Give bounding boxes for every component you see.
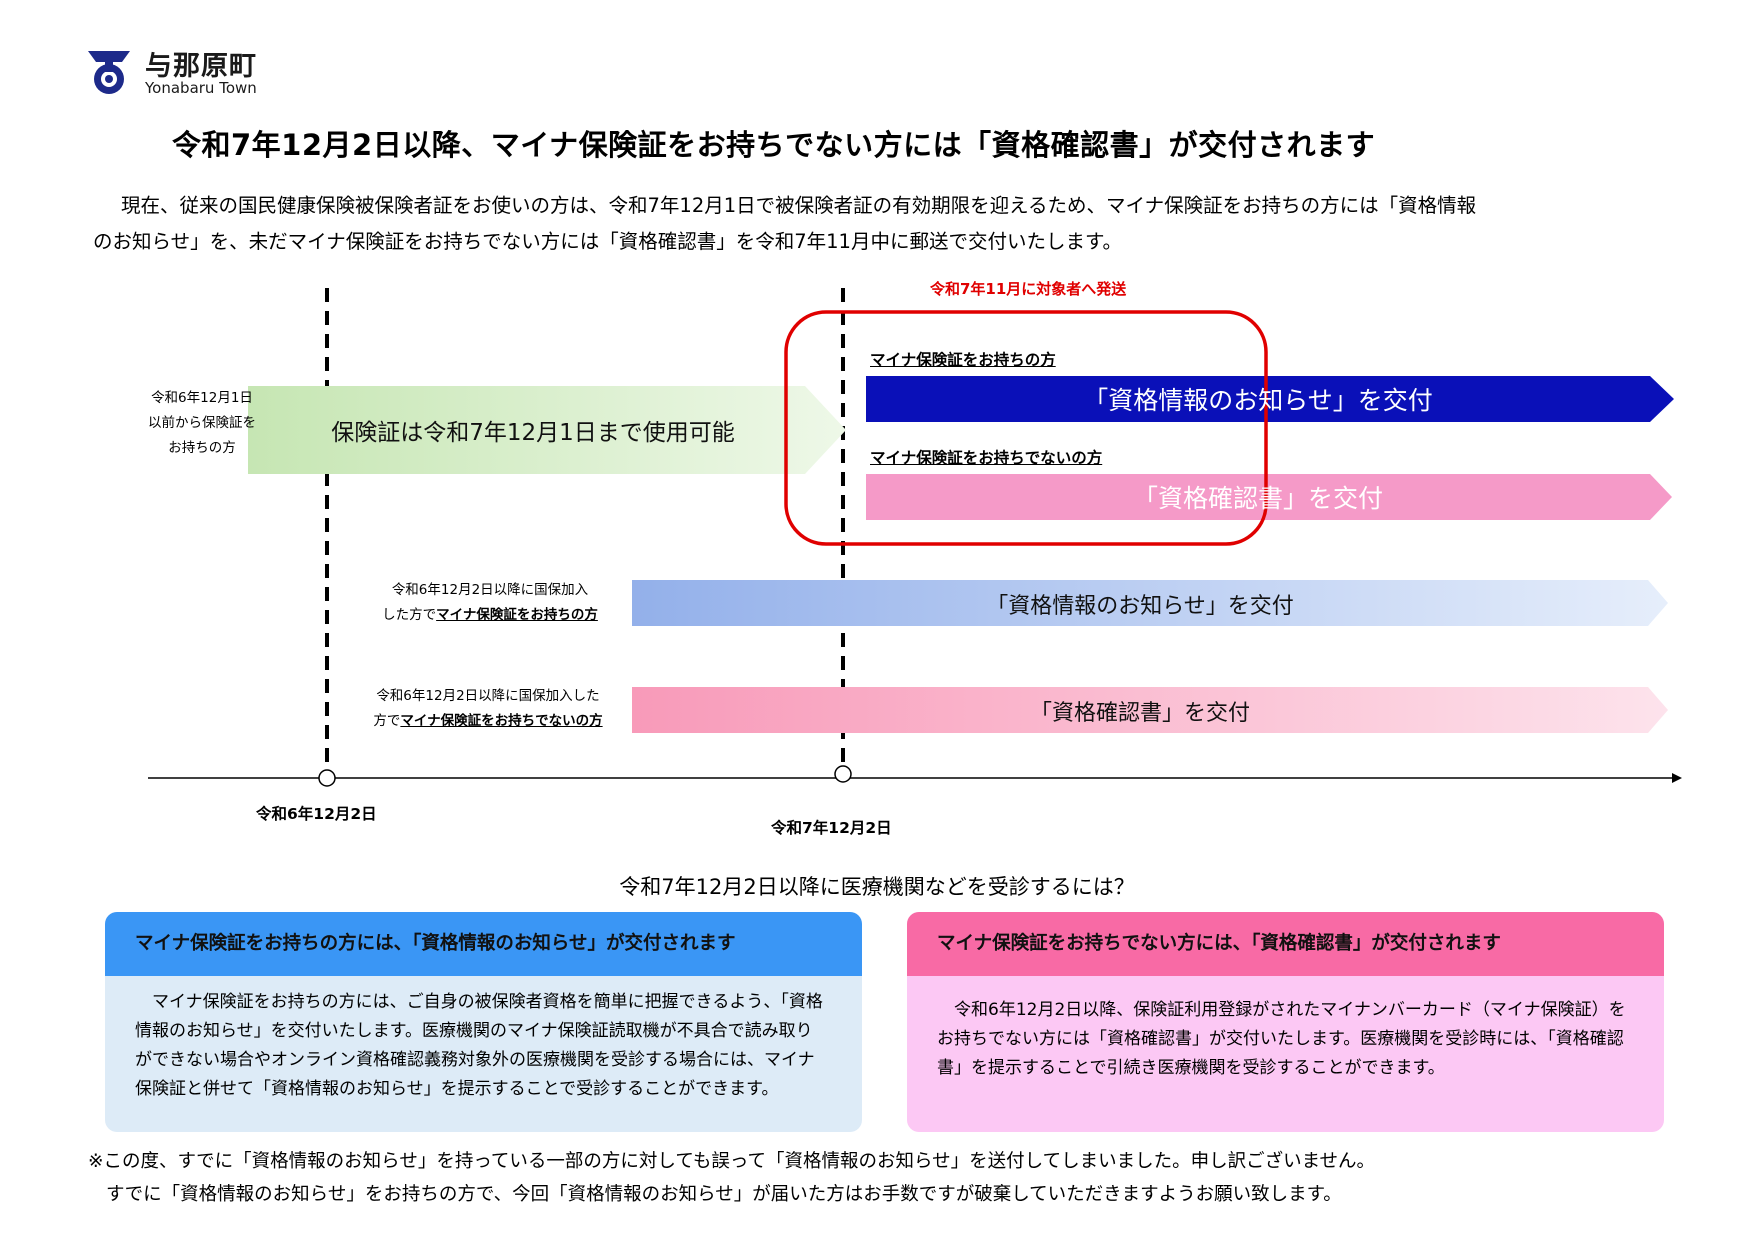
- row1-side-line: 令和6年12月1日: [151, 390, 253, 406]
- page-title: 令和7年12月2日以降、マイナ保険証をお持ちでない方には「資格確認書」が交付され…: [172, 128, 1376, 162]
- timeline-date-1: 令和6年12月2日: [256, 805, 377, 823]
- holder-card-heading: マイナ保険証をお持ちの方には、「資格情報のお知らせ」が交付されます: [105, 912, 862, 976]
- nonholder-certificate-arrow: [866, 474, 1672, 520]
- november-dispatch-box: [784, 310, 1268, 546]
- nonholder-card-line: お持ちでない方には「資格確認書」が交付いたします。医療機関を受診時には、「資格確…: [937, 1029, 1624, 1049]
- row1-side-line: お持ちの方: [168, 440, 236, 456]
- org-name-english: Yonabaru Town: [145, 79, 257, 97]
- row3-side-prefix: 方で: [373, 713, 401, 729]
- new-member-holder-arrow: [632, 580, 1668, 626]
- intro-line: 現在、従来の国民健康保険被保険者証をお使いの方は、令和7年12月1日で被保険者証…: [121, 194, 1477, 217]
- footnote: ※この度、すでに「資格情報のお知らせ」を持っている一部の方に対しても誤って「資格…: [88, 1145, 1375, 1211]
- holder-notice-arrow: [866, 376, 1674, 422]
- timeline-point: [318, 769, 336, 787]
- dispatch-note: 令和7年11月に対象者へ発送: [930, 280, 1127, 298]
- intro-line: のお知らせ」を、未だマイナ保険証をお持ちでない方には「資格確認書」を令和7年11…: [93, 230, 1122, 253]
- row3-side-line: 方でマイナ保険証をお持ちでないの方: [350, 709, 626, 734]
- nonholder-card-line: 書」を提示することで引続き医療機関を受診することができます。: [937, 1058, 1445, 1078]
- row3-side-line: 令和6年12月2日以降に国保加入した: [376, 688, 600, 704]
- nonholder-label: マイナ保険証をお持ちでないの方: [870, 449, 1103, 467]
- row2-side-label: 令和6年12月2日以降に国保加入 した方でマイナ保険証をお持ちの方: [360, 578, 620, 628]
- nonholder-arrow-text: 「資格確認書」を交付: [1132, 484, 1383, 513]
- row1-arrow-text: 保険証は令和7年12月1日まで使用可能: [331, 420, 735, 446]
- row2-side-line: した方でマイナ保険証をお持ちの方: [360, 603, 620, 628]
- row1-side-label: 令和6年12月1日 以前から保険証を お持ちの方: [102, 386, 302, 461]
- row2-side-line: 令和6年12月2日以降に国保加入: [391, 582, 589, 598]
- timeline-axis-arrowhead: [1672, 773, 1682, 783]
- new-member-nonholder-arrow: [632, 687, 1668, 733]
- section-question: 令和7年12月2日以降に医療機関などを受診するには？: [619, 875, 1135, 899]
- org-name: 与那原町: [145, 51, 257, 82]
- holder-arrow-text: 「資格情報のお知らせ」を交付: [1083, 386, 1433, 415]
- holder-card-body: マイナ保険証をお持ちの方には、ご自身の被保険者資格を簡単に把握できるよう、「資格…: [105, 976, 862, 1104]
- row3-side-label: 令和6年12月2日以降に国保加入した 方でマイナ保険証をお持ちでないの方: [350, 684, 626, 734]
- holder-card-line: マイナ保険証をお持ちの方には、ご自身の被保険者資格を簡単に把握できるよう、「資格: [152, 992, 823, 1012]
- holder-label: マイナ保険証をお持ちの方: [870, 351, 1056, 369]
- nonholder-card-line: 令和6年12月2日以降、保険証利用登録がされたマイナンバーカード（マイナ保険証）…: [954, 1000, 1626, 1020]
- insurance-card-valid-arrow: [248, 386, 846, 474]
- nonholder-card-body: 令和6年12月2日以降、保険証利用登録がされたマイナンバーカード（マイナ保険証）…: [907, 976, 1664, 1083]
- holder-card-line: 保険証と併せて「資格情報のお知らせ」を提示することで受診することができます。: [135, 1079, 779, 1099]
- footnote-line: ※この度、すでに「資格情報のお知らせ」を持っている一部の方に対しても誤って「資格…: [88, 1151, 1376, 1172]
- nonholder-info-card: マイナ保険証をお持ちでない方には、「資格確認書」が交付されます 令和6年12月2…: [907, 912, 1664, 1132]
- row2-arrow-text: 「資格情報のお知らせ」を交付: [986, 594, 1294, 619]
- row3-side-emphasis: マイナ保険証をお持ちでないの方: [400, 713, 603, 729]
- intro-paragraph: 現在、従来の国民健康保険被保険者証をお使いの方は、令和7年12月1日で被保険者証…: [93, 188, 1668, 260]
- timeline-date-2: 令和7年12月2日: [771, 819, 892, 837]
- footnote-line: すでに「資格情報のお知らせ」をお持ちの方で、今回「資格情報のお知らせ」が届いた方…: [106, 1184, 1342, 1205]
- town-emblem-icon: [88, 51, 130, 94]
- holder-info-card: マイナ保険証をお持ちの方には、「資格情報のお知らせ」が交付されます マイナ保険証…: [105, 912, 862, 1132]
- nonholder-card-heading: マイナ保険証をお持ちでない方には、「資格確認書」が交付されます: [907, 912, 1664, 976]
- row3-arrow-text: 「資格確認書」を交付: [1029, 701, 1250, 726]
- row2-side-prefix: した方で: [382, 607, 437, 623]
- holder-card-line: ができない場合やオンライン資格確認義務対象外の医療機関を受診する場合には、マイナ: [135, 1050, 815, 1070]
- row1-side-line: 以前から保険証を: [148, 415, 256, 431]
- holder-card-line: 情報のお知らせ」を交付いたします。医療機関のマイナ保険証読取機が不具合で読み取り: [135, 1021, 813, 1041]
- row2-side-emphasis: マイナ保険証をお持ちの方: [436, 607, 598, 623]
- timeline-point: [834, 765, 852, 783]
